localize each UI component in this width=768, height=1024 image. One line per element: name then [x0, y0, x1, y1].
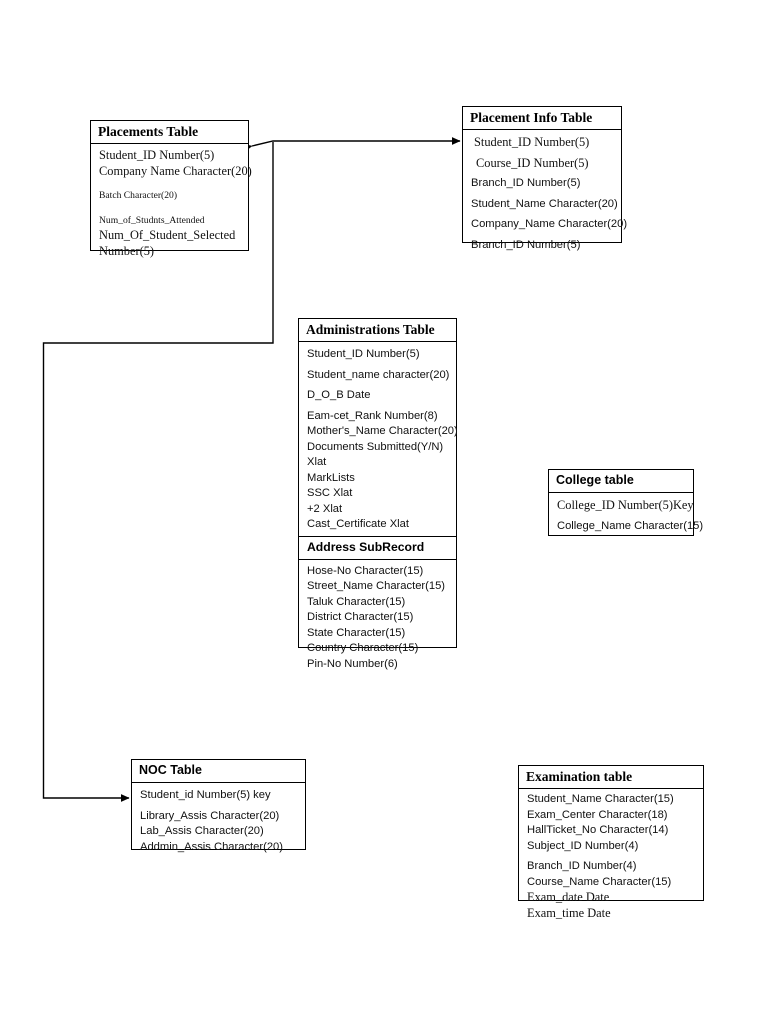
- field-row: Cast_Certificate Xlat: [307, 518, 409, 530]
- field-row: Branch_ID Number(5): [471, 238, 581, 251]
- field-row: Company Name Character(20): [99, 163, 252, 178]
- field-row: Mother's_Name Character(20): [307, 425, 458, 437]
- field-row: SSC Xlat: [307, 487, 353, 499]
- entity-placement-info-table[interactable]: Placement Info Table Student_ID Number(5…: [462, 106, 627, 251]
- field-row: Num_Of_Student_Selected: [99, 228, 236, 242]
- field-row: Country Character(15): [307, 642, 419, 654]
- entity-administrations-table[interactable]: Administrations Table Student_ID Number(…: [298, 318, 458, 670]
- field-row: Student_ID Number(5): [99, 148, 215, 162]
- field-row: Eam-cet_Rank Number(8): [307, 409, 438, 422]
- field-row: College_Name Character(15): [557, 519, 704, 532]
- field-row: Lab_Assis Character(20): [140, 825, 264, 837]
- subrecord-header: Address SubRecord: [299, 535, 456, 560]
- field-row: Student_name character(20): [307, 368, 450, 381]
- entity-title: College table: [556, 473, 634, 487]
- entity-placements-table[interactable]: Placements Table Student_ID Number(5) Co…: [90, 120, 252, 258]
- field-row: Exam_Center Character(18): [527, 808, 668, 821]
- entity-title: Examination table: [526, 769, 633, 784]
- entity-header: NOC Table: [132, 760, 305, 783]
- connector-placements-placement-info: [243, 137, 461, 152]
- entity-fields: Student_ID Number(5) Company Name Charac…: [91, 144, 252, 264]
- spacer: [99, 179, 241, 188]
- field-row: Addmin_Assis Character(20): [140, 840, 284, 853]
- field-row: Student_Name Character(15): [527, 793, 674, 805]
- field-row: Subject_ID Number(4): [527, 839, 639, 852]
- field-row: Branch_ID Number(5): [471, 177, 581, 189]
- field-row: College_ID Number(5)Key: [557, 498, 694, 512]
- field-row: Batch Character(20): [99, 190, 178, 201]
- subrecord-title: Address SubRecord: [307, 539, 425, 554]
- entity-examination-table[interactable]: Examination table Student_Name Character…: [518, 765, 704, 920]
- field-row: State Character(15): [307, 626, 406, 639]
- field-row: Pin-No Number(6): [307, 657, 398, 670]
- field-row: Number(5): [99, 243, 155, 258]
- field-row: District Character(15): [307, 611, 414, 623]
- entity-fields: Student_ID Number(5) Course_ID Number(5)…: [463, 130, 628, 258]
- entity-header: Administrations Table: [299, 319, 456, 342]
- field-row: Exam_date Date: [527, 890, 610, 904]
- entity-title: NOC Table: [139, 763, 202, 777]
- entity-title: Administrations Table: [306, 322, 435, 337]
- field-row: Hose-No Character(15): [307, 564, 424, 577]
- entity-header: Examination table: [519, 766, 703, 789]
- field-row: Exam_time Date: [527, 905, 611, 920]
- subrecord-fields: Hose-No Character(15) Street_Name Charac…: [299, 560, 456, 678]
- field-row: Library_Assis Character(20): [140, 809, 280, 822]
- entity-fields: Student_id Number(5) key Library_Assis C…: [132, 783, 305, 860]
- entity-noc-table[interactable]: NOC Table Student_id Number(5) key Libra…: [131, 759, 306, 853]
- entity-college-table[interactable]: College table College_ID Number(5)Key Co…: [548, 469, 704, 539]
- field-row: Company_Name Character(20): [471, 218, 628, 230]
- field-row: Student_ID Number(5): [474, 135, 590, 149]
- entity-header: College table: [549, 470, 693, 493]
- entity-title: Placements Table: [98, 124, 199, 139]
- spacer: [99, 204, 241, 213]
- entity-header: Placements Table: [91, 121, 248, 144]
- entity-header: Placement Info Table: [463, 107, 621, 130]
- field-row: MarkLists: [307, 471, 355, 484]
- field-row: Course_ID Number(5): [476, 155, 589, 170]
- field-row: Student_id Number(5) key: [140, 789, 271, 801]
- field-row: Xlat: [307, 456, 327, 468]
- field-row: Student_ID Number(5): [307, 348, 420, 360]
- entity-title: Placement Info Table: [470, 110, 593, 125]
- field-row: Taluk Character(15): [307, 595, 406, 608]
- field-row: Street_Name Character(15): [307, 580, 446, 592]
- field-row: Course_Name Character(15): [527, 875, 672, 888]
- field-row: Num_of_Studnts_Attended: [99, 214, 205, 226]
- field-row: Documents Submitted(Y/N): [307, 440, 444, 453]
- entity-fields: Student_Name Character(15) Exam_Center C…: [519, 789, 703, 926]
- field-row: Student_Name Character(20): [471, 197, 618, 210]
- field-row: +2 Xlat: [307, 502, 343, 515]
- field-row: HallTicket_No Character(14): [527, 824, 669, 836]
- field-row: D_O_B Date: [307, 389, 371, 401]
- field-row: Branch_ID Number(4): [527, 860, 637, 872]
- entity-fields: Student_ID Number(5) Student_name charac…: [299, 342, 458, 536]
- entity-fields: College_ID Number(5)Key College_Name Cha…: [549, 493, 704, 539]
